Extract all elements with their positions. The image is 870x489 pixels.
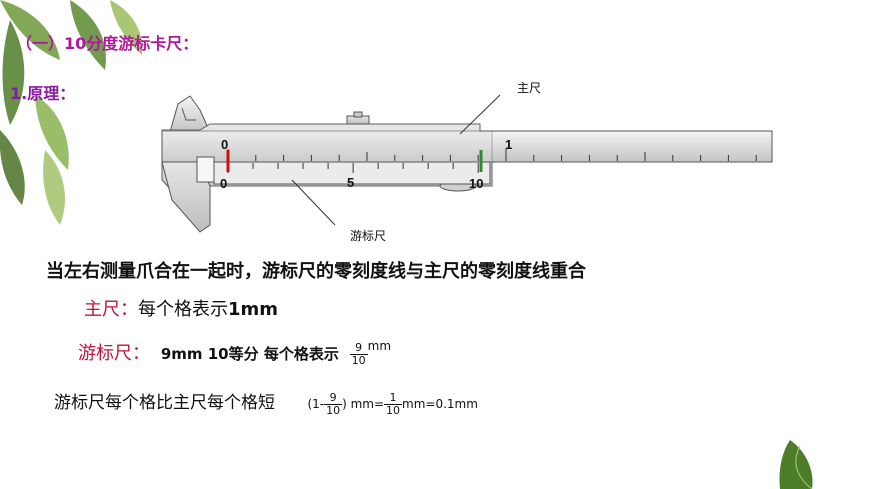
upper-jaw [169,95,211,133]
main-scale-value: 1mm [228,299,279,320]
vernier-scale-ticks [227,163,479,173]
formula-fraction-1-den: 10 [326,404,341,417]
main-scale-key: 主尺： [84,299,138,320]
principle-subtitle: 1.原理： [10,84,76,103]
main-scale-tick-0: 0 [221,137,228,152]
vernier-unit: mm [367,339,392,353]
main-scale-tick-1: 1 [505,137,512,152]
formula-fraction-2-den: 10 [386,404,401,417]
vernier-tick-5: 5 [347,175,354,190]
main-scale-text: 每个格表示 [138,299,228,320]
formula-fraction-2-num: 1 [384,392,403,405]
main-scale-ticks [227,149,757,161]
vernier-fraction-num: 9 [349,341,368,355]
zero-alignment-statement: 当左右测量爪合在一起时，游标尺的零刻度线与主尺的零刻度线重合 [46,261,586,282]
vernier-tick-0: 0 [220,176,227,191]
vernier-key: 游标尺： [78,343,150,364]
vernier-tick-10: 10 [469,176,483,191]
main-scale-leader [459,94,501,135]
formula-fraction-1-num: 9 [324,392,343,405]
main-scale-label: 主尺 [517,81,541,95]
vernier-leader [291,179,336,226]
difference-text: 游标尺每个格比主尺每个格短 [54,393,275,413]
vernier-fraction-den: 10 [351,353,366,367]
main-scale-description: 主尺：每个格表示1mm [84,295,278,321]
vernier-label: 游标尺 [350,229,386,243]
formula-open: (1- [307,397,325,411]
formula-mid: ) mm= [342,397,385,411]
section-title: （一）10分度游标卡尺： [16,34,199,53]
formula-result: mm=0.1mm [402,397,478,411]
vernier-spec: 9mm 10等分 每个格表示 [160,345,339,363]
